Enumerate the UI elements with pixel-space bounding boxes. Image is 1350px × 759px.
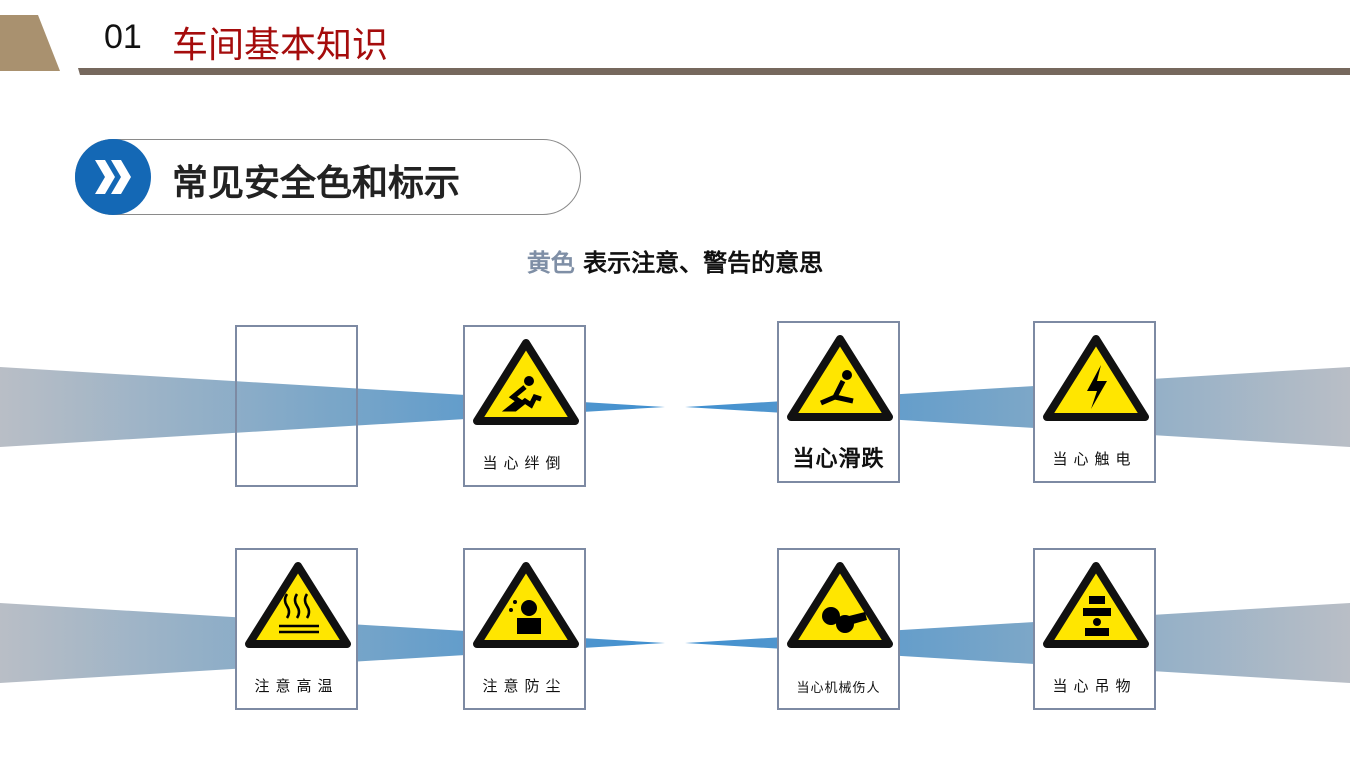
high-temperature-icon bbox=[245, 562, 351, 648]
sign-label: 当心吊物 bbox=[1052, 677, 1137, 695]
warning-sign: 当心触电 bbox=[1033, 321, 1156, 483]
warning-sign: 注意高温 bbox=[235, 548, 358, 710]
slip-hazard-icon bbox=[787, 335, 893, 421]
overhead-load-icon bbox=[1043, 562, 1149, 648]
sign-label: 当心触电 bbox=[1052, 450, 1137, 468]
sign-placeholder bbox=[235, 325, 358, 487]
dust-hazard-icon bbox=[473, 562, 579, 648]
sign-label: 当心绊倒 bbox=[482, 454, 567, 472]
subtitle-highlight: 黄色 bbox=[526, 249, 575, 277]
warning-sign: 当心滑跌 bbox=[777, 321, 900, 483]
band-left-row1 bbox=[0, 367, 665, 447]
machinery-hazard-icon bbox=[787, 562, 893, 648]
band-right-row2 bbox=[685, 603, 1350, 683]
header-divider bbox=[78, 68, 1350, 75]
electric-shock-icon bbox=[1043, 335, 1149, 421]
section-number: 01 bbox=[104, 18, 142, 56]
warning-sign: 当心绊倒 bbox=[463, 325, 586, 487]
subtitle-text: 表示注意、警告的意思 bbox=[574, 249, 824, 277]
warning-sign: 当心机械伤人 bbox=[777, 548, 900, 710]
double-chevron-icon bbox=[75, 139, 151, 215]
warning-sign: 注意防尘 bbox=[463, 548, 586, 710]
sign-label: 注意高温 bbox=[254, 677, 339, 695]
sign-label: 当心滑跌 bbox=[792, 447, 885, 472]
trip-hazard-icon bbox=[473, 339, 579, 425]
page-title: 车间基本知识 bbox=[172, 25, 389, 66]
band-right-row1 bbox=[685, 367, 1350, 447]
sign-label: 当心机械伤人 bbox=[796, 681, 881, 696]
sign-label: 注意防尘 bbox=[482, 677, 567, 695]
subtitle: 黄色 表示注意、警告的意思 bbox=[0, 243, 1350, 278]
section-title: 常见安全色和标示 bbox=[172, 162, 461, 204]
warning-sign: 当心吊物 bbox=[1033, 548, 1156, 710]
